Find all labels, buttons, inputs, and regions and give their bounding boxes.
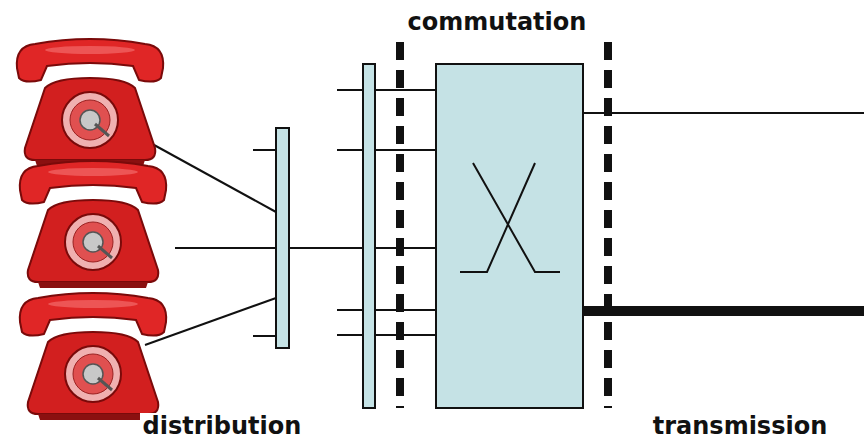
section-label: distribution xyxy=(140,413,305,439)
section-label: transmission xyxy=(650,413,830,439)
section-label: commutation xyxy=(405,9,590,35)
